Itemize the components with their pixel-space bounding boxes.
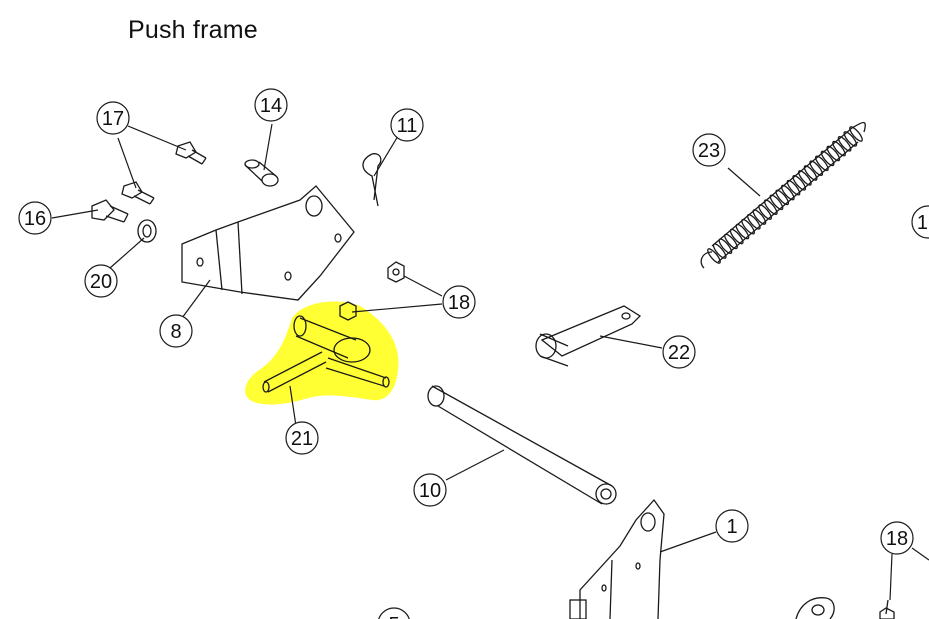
callout-circle — [254, 88, 288, 122]
spring-coil — [769, 194, 784, 211]
callout-circle — [911, 205, 929, 239]
callout-18a: 18 — [442, 285, 476, 319]
callout-label: 17 — [102, 108, 124, 130]
callout-label: 16 — [24, 208, 46, 230]
spring-coil — [780, 184, 795, 201]
part-23-spring — [700, 121, 866, 269]
part-18-nut-lower — [879, 599, 895, 619]
part-22-link — [535, 305, 642, 367]
spring-coil — [758, 204, 772, 220]
callout-circle — [413, 473, 447, 507]
spring-coil — [798, 170, 812, 186]
spring-coil — [820, 150, 835, 167]
callout-20: 20 — [84, 264, 118, 298]
part-1-plate — [569, 498, 665, 619]
callout-18b: 18 — [880, 521, 914, 555]
spring-coil — [786, 179, 801, 196]
callout-circle — [285, 421, 319, 455]
spring-coil — [792, 174, 807, 191]
part-10-tube — [427, 385, 617, 505]
callout-1: 1 — [715, 509, 749, 543]
callout-circle — [662, 335, 696, 369]
callouts: 17 14 11 23 19 16 20 8 18 22 21 10 1 18 5 — [18, 88, 929, 619]
part-11-clip — [362, 153, 382, 207]
callout-8: 8 — [159, 314, 193, 348]
callout-label: 18 — [886, 528, 908, 550]
callout-14: 14 — [254, 88, 288, 122]
callout-label: 21 — [291, 428, 313, 450]
callout-circle — [84, 264, 118, 298]
callout-label: 22 — [668, 342, 690, 364]
callout-circle — [880, 521, 914, 555]
spring-coil — [763, 199, 778, 216]
callout-label: 20 — [90, 271, 112, 293]
diagram-title: Push frame — [128, 16, 258, 44]
callout-22: 22 — [662, 335, 696, 369]
callout-label: 1 — [726, 516, 737, 538]
callout-circle — [96, 101, 130, 135]
callout-label: 10 — [419, 480, 441, 502]
callout-11: 11 — [390, 108, 424, 142]
part-21-shaft — [262, 301, 390, 393]
part-16-bolt — [91, 199, 129, 223]
callout-circle — [442, 285, 476, 319]
callout-19: 19 — [911, 205, 929, 239]
callout-circle — [159, 314, 193, 348]
callout-circle — [18, 201, 52, 235]
callout-16: 16 — [18, 201, 52, 235]
part-partial-link-lower-right — [795, 597, 835, 619]
callout-circle — [715, 509, 749, 543]
part-20-washer — [137, 219, 157, 243]
callout-label: 18 — [448, 292, 470, 314]
spring-coil — [837, 135, 852, 152]
callout-label: 8 — [170, 321, 181, 343]
part-17-bolt-upper — [175, 141, 207, 165]
part-21-highlight — [245, 301, 399, 405]
callout-circle — [390, 108, 424, 142]
spring-coil — [815, 155, 829, 172]
callout-label: 11 — [397, 115, 418, 137]
callout-10: 10 — [413, 473, 447, 507]
callout-label: 14 — [260, 95, 282, 117]
spring-coil — [809, 160, 824, 177]
callout-5: 5 — [378, 607, 410, 619]
callout-circle — [378, 607, 410, 619]
spring-coil — [826, 145, 841, 162]
spring-coil — [707, 248, 721, 264]
callout-23: 23 — [692, 133, 726, 167]
callout-17: 17 — [96, 101, 130, 135]
callout-label: 19 — [917, 212, 929, 234]
spring-coil — [849, 126, 863, 142]
leader-lines — [51, 123, 929, 601]
spring-coil — [832, 140, 846, 157]
part-8-bracket — [181, 185, 355, 301]
callout-21: 21 — [285, 421, 319, 455]
spring-coil — [843, 131, 858, 147]
part-18-nut-upper — [387, 261, 405, 283]
part-14-pin — [244, 159, 279, 187]
callout-label: 23 — [698, 140, 720, 162]
callout-label: 5 — [388, 614, 399, 619]
spring-coil — [803, 165, 818, 181]
spring-coil — [775, 189, 790, 206]
part-17-bolt-lower — [121, 181, 155, 205]
callout-circle — [692, 133, 726, 167]
